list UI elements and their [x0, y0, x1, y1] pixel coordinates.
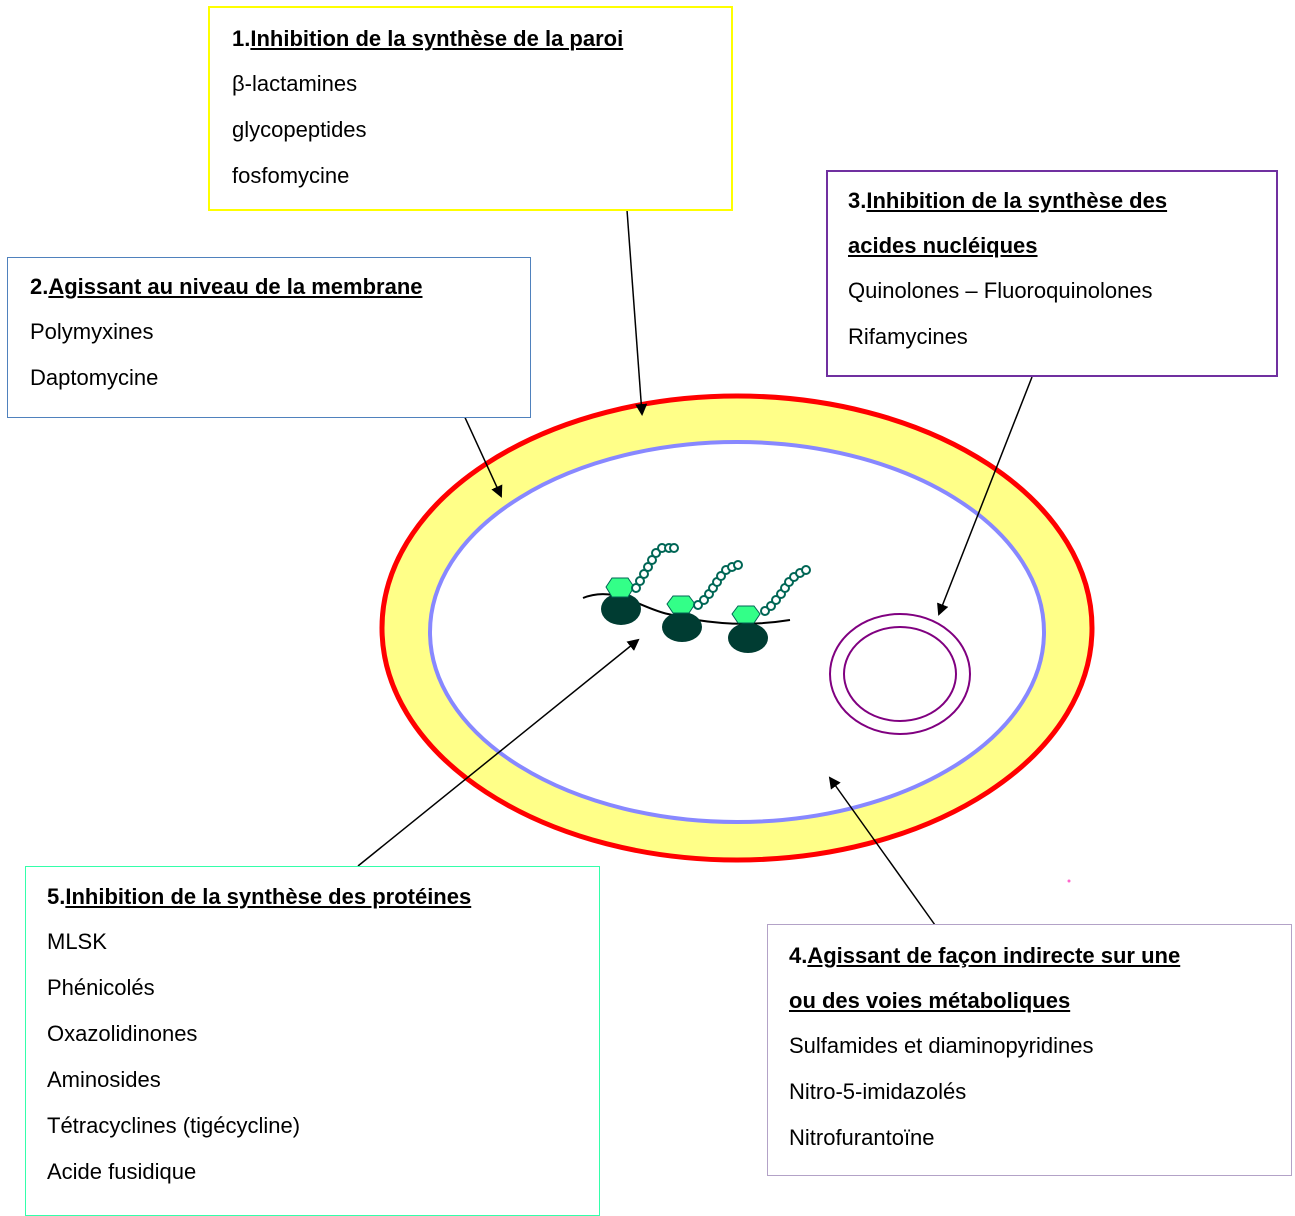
list-item: Polymyxines	[30, 319, 154, 344]
box-protein-synthesis: 5.Inhibition de la synthèse des protéine…	[25, 866, 600, 1216]
list-item: Sulfamides et diaminopyridines	[789, 1033, 1094, 1058]
list-item: MLSK	[47, 929, 107, 954]
box-title-continued: acides nucléiques	[848, 233, 1038, 258]
arrow-nucleic-acids	[937, 376, 1033, 616]
list-item: Daptomycine	[30, 365, 159, 390]
decorative-dot	[1067, 879, 1071, 883]
peptide-chain	[760, 565, 811, 616]
box-title: 2.Agissant au niveau de la membrane	[30, 274, 423, 299]
box-nucleic-acid-synthesis: 3.Inhibition de la synthèse des acides n…	[826, 170, 1278, 377]
list-item: Phénicolés	[47, 975, 155, 1000]
list-item: Nitro-5-imidazolés	[789, 1079, 967, 1104]
list-item: fosfomycine	[232, 163, 350, 188]
list-item: β-lactamines	[232, 71, 358, 96]
arrow-wall	[626, 209, 648, 416]
list-item: Aminosides	[47, 1067, 161, 1092]
list-item: Nitrofurantoïne	[789, 1125, 935, 1150]
ribosome	[728, 605, 768, 653]
arrow-metabolic	[828, 776, 936, 926]
box-cell-wall-synthesis: 1.Inhibition de la synthèse de la paroi …	[208, 6, 733, 211]
box-title: 4.Agissant de façon indirecte sur une	[789, 943, 1181, 968]
list-item: Rifamycines	[848, 324, 968, 349]
plasmid	[829, 613, 971, 735]
list-item: Acide fusidique	[47, 1159, 197, 1184]
peptide-chain	[693, 560, 743, 610]
list-item: Tétracyclines (tigécycline)	[47, 1113, 301, 1138]
box-title: 3.Inhibition de la synthèse des	[848, 188, 1168, 213]
box-membrane: 2.Agissant au niveau de la membrane Poly…	[7, 257, 531, 418]
box-title-continued: ou des voies métaboliques	[789, 988, 1071, 1013]
box-title: 5.Inhibition de la synthèse des protéine…	[47, 884, 472, 909]
ribosome	[662, 595, 702, 642]
list-item: Quinolones – Fluoroquinolones	[848, 278, 1153, 303]
box-title: 1.Inhibition de la synthèse de la paroi	[232, 26, 624, 51]
box-metabolic-pathways: 4.Agissant de façon indirecte sur une ou…	[767, 924, 1292, 1176]
ribosome	[601, 577, 641, 625]
arrow-proteins	[357, 638, 640, 867]
list-item: Oxazolidinones	[47, 1021, 198, 1046]
peptide-chain	[631, 543, 679, 593]
list-item: glycopeptides	[232, 117, 367, 142]
